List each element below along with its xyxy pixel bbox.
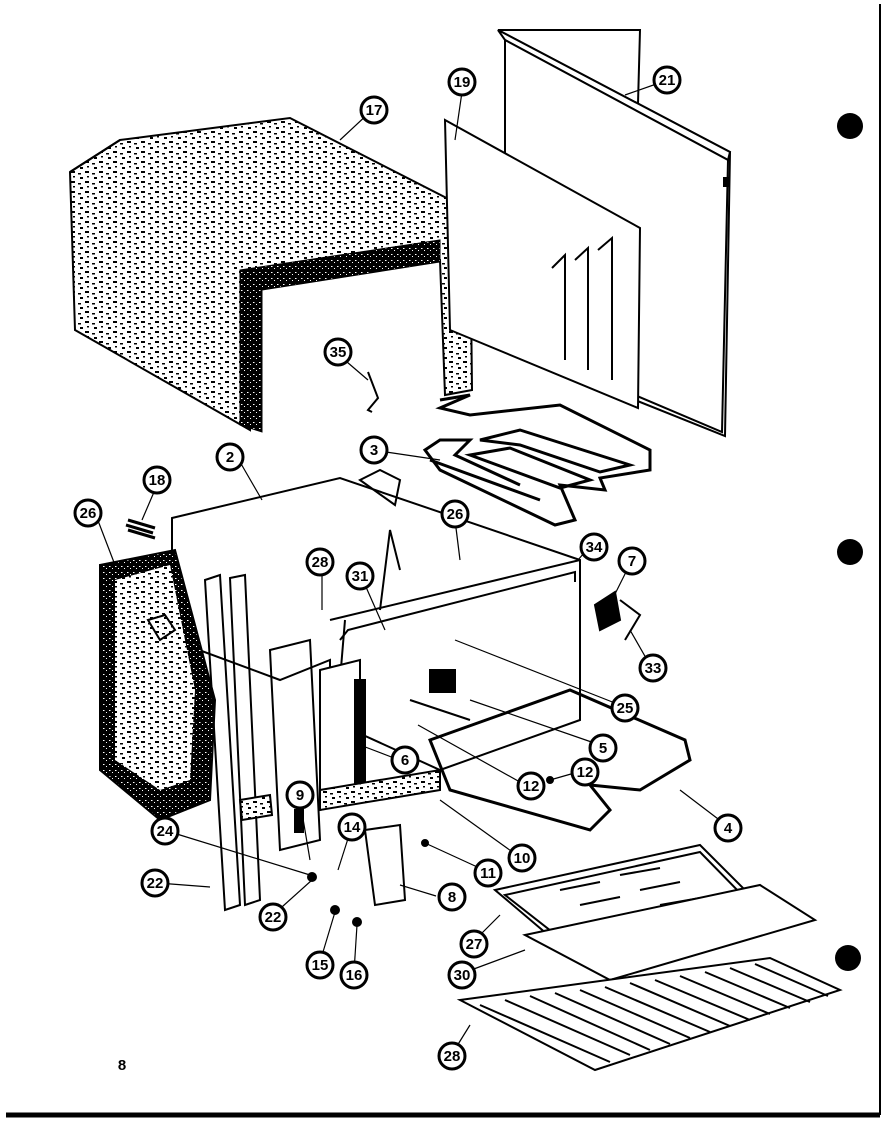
callout-30: 30 <box>447 960 477 990</box>
svg-text:7: 7 <box>628 553 636 570</box>
callout-35: 35 <box>323 337 353 367</box>
hinge-drawing <box>307 776 554 927</box>
callout-14: 14 <box>337 812 367 842</box>
callout-15: 15 <box>305 950 335 980</box>
svg-text:8: 8 <box>448 889 456 906</box>
side-trim-drawing <box>203 573 322 912</box>
callout-3: 3 <box>359 435 389 465</box>
svg-text:22: 22 <box>265 909 282 926</box>
callout-18: 18 <box>142 465 172 495</box>
callout-9: 9 <box>285 780 315 810</box>
callout-12-left: 12 <box>516 771 546 801</box>
callout-8: 8 <box>437 882 467 912</box>
page-number: 8 <box>118 1057 126 1074</box>
broil-element-drawing <box>422 393 652 527</box>
callout-33: 33 <box>638 653 668 683</box>
svg-text:28: 28 <box>444 1048 461 1065</box>
svg-text:9: 9 <box>296 787 304 804</box>
svg-text:30: 30 <box>454 967 471 984</box>
callout-22-lower: 22 <box>258 902 288 932</box>
clip-drawing <box>366 371 380 413</box>
svg-text:27: 27 <box>466 936 483 953</box>
svg-text:18: 18 <box>149 472 166 489</box>
svg-text:19: 19 <box>454 74 471 91</box>
leader-lines <box>96 81 727 1055</box>
callout-10: 10 <box>507 843 537 873</box>
svg-text:3: 3 <box>370 442 378 459</box>
svg-text:14: 14 <box>344 819 361 836</box>
callout-21: 21 <box>652 65 682 95</box>
callout-25: 25 <box>610 693 640 723</box>
pan-bottom-drawing <box>522 883 818 982</box>
knob-drawing <box>593 590 642 641</box>
callout-balloons: 17 19 21 35 3 2 18 26 26 28 31 34 7 33 2… <box>73 65 743 1071</box>
svg-text:24: 24 <box>157 823 174 840</box>
svg-text:4: 4 <box>724 820 733 837</box>
callout-5: 5 <box>588 733 618 763</box>
svg-text:11: 11 <box>480 865 496 882</box>
svg-text:31: 31 <box>352 568 369 585</box>
broiler-pan-drawing <box>492 843 757 947</box>
punch-holes <box>835 113 863 971</box>
callout-2: 2 <box>215 442 245 472</box>
svg-text:35: 35 <box>330 344 347 361</box>
callout-26-left: 26 <box>73 498 103 528</box>
callout-28-upper: 28 <box>305 547 335 577</box>
svg-text:25: 25 <box>617 700 634 717</box>
svg-text:17: 17 <box>366 102 383 119</box>
svg-text:21: 21 <box>659 72 676 89</box>
callout-4: 4 <box>713 813 743 843</box>
callout-17: 17 <box>359 95 389 125</box>
callout-11: 11 <box>473 858 503 888</box>
svg-text:33: 33 <box>645 660 662 677</box>
callout-26-center: 26 <box>440 499 470 529</box>
svg-text:2: 2 <box>226 449 234 466</box>
svg-text:12: 12 <box>523 778 540 795</box>
insulation-front-drawing <box>99 518 217 822</box>
callout-22-left: 22 <box>140 868 170 898</box>
callout-24: 24 <box>150 816 180 846</box>
svg-text:22: 22 <box>147 875 164 892</box>
callout-19: 19 <box>447 67 477 97</box>
svg-text:6: 6 <box>401 752 409 769</box>
svg-text:5: 5 <box>599 740 607 757</box>
svg-text:12: 12 <box>577 764 594 781</box>
oven-rack-drawing <box>456 956 843 1072</box>
svg-text:28: 28 <box>312 554 329 571</box>
callout-7: 7 <box>617 546 647 576</box>
svg-text:15: 15 <box>312 957 329 974</box>
back-panel-drawing <box>443 29 732 438</box>
callout-12-right: 12 <box>570 757 600 787</box>
callout-16: 16 <box>339 960 369 990</box>
callout-6: 6 <box>390 745 420 775</box>
svg-text:26: 26 <box>80 505 97 522</box>
svg-text:10: 10 <box>514 850 531 867</box>
callout-31: 31 <box>345 561 375 591</box>
insulation-top-drawing <box>68 116 474 433</box>
callout-34: 34 <box>579 532 609 562</box>
callout-27: 27 <box>459 929 489 959</box>
svg-text:34: 34 <box>586 539 603 556</box>
callout-28-lower: 28 <box>437 1041 467 1071</box>
svg-text:16: 16 <box>346 967 363 984</box>
svg-text:26: 26 <box>447 506 464 523</box>
